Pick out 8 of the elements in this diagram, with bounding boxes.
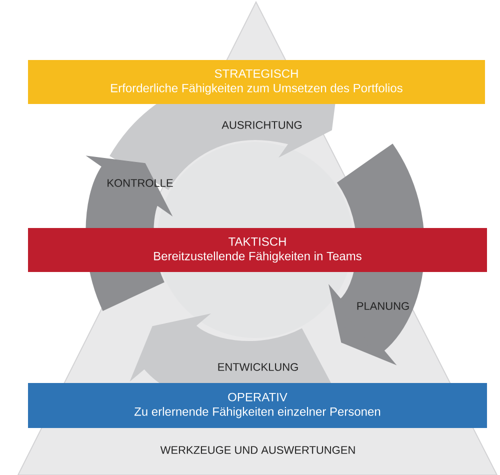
cycle-label: ENTWICKLUNG [218,363,298,371]
level-band: OPERATIV Zu erlernende Fähigkeiten einzelner Personen [28,383,487,428]
level-band: TAKTISCH Bereitzustellende Fähigkeiten in Teams [28,228,487,272]
cycle-label: KONTROLLE [108,179,173,187]
cycle-label: AUSRICHTUNG [222,121,302,129]
level-band: STRATEGISCH Erforderliche Fähigkeiten zum Umsetzen des Portfolios [28,60,485,104]
cycle-label: PLANUNG [357,302,409,310]
base-label: WERKZEUGE UND AUSWERTUNGEN [160,446,355,454]
